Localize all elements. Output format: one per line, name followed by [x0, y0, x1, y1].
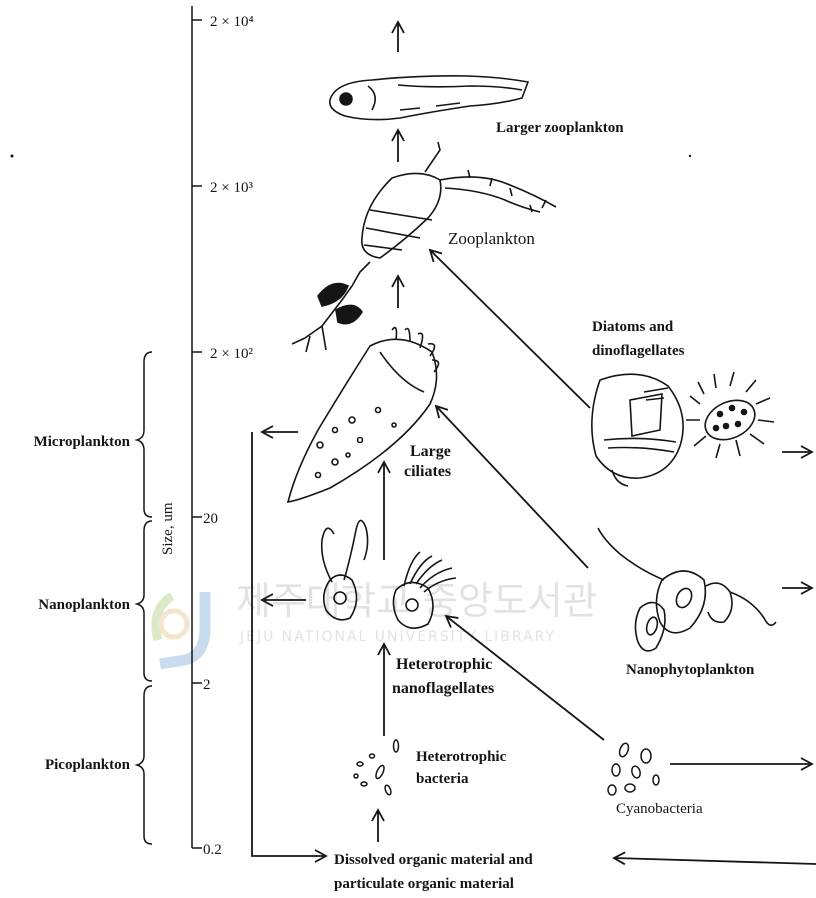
fish-larva-drawing [330, 76, 528, 120]
tick-label-2e3: 2 × 10³ [210, 180, 253, 196]
heterotrophic-bacteria-drawing [354, 740, 399, 796]
label-large-ciliates-line2: ciliates [404, 463, 451, 480]
tick-label-20: 20 [203, 511, 218, 527]
brace-microplankton [137, 352, 152, 517]
label-dom-line1: Dissolved organic material and [334, 852, 533, 868]
arrow-nanophyto-to-ciliate [436, 406, 588, 568]
cyanobacteria-drawing [608, 742, 659, 795]
label-zooplankton: Zooplankton [448, 229, 535, 248]
brace-nanoplankton [137, 521, 152, 681]
tick-label-0-2: 0.2 [203, 842, 222, 858]
size-axis-title: Size, um [160, 502, 176, 555]
flow-arrows [252, 22, 816, 864]
label-cyanobacteria: Cyanobacteria [616, 801, 703, 817]
tick-label-2: 2 [203, 677, 211, 693]
label-dom-line2: particulate organic material [334, 876, 514, 892]
size-class-picoplankton: Picoplankton [45, 757, 131, 773]
scan-speck [689, 155, 691, 157]
label-nanophytoplankton: Nanophytoplankton [626, 662, 755, 678]
watermark-english-text: JEJU NATIONAL UNIVERSITY LIBRARY [239, 629, 556, 645]
tick-label-2e4: 2 × 10⁴ [210, 14, 254, 30]
label-hnf-line2: nanoflagellates [392, 680, 494, 697]
label-bacteria-line2: bacteria [416, 771, 469, 787]
size-axis [192, 6, 202, 848]
label-diatoms-line1: Diatoms and [592, 319, 674, 335]
diatoms-and-dinoflagellates-drawing [592, 372, 774, 486]
tick-label-2e2: 2 × 10² [210, 346, 253, 362]
arrow-diatoms-to-zooplankton [430, 250, 590, 408]
size-class-braces [137, 352, 152, 844]
library-watermark: 제주대학교 중앙도서관 JEJU NATIONAL UNIVERSITY LIB… [156, 579, 598, 664]
size-class-nanoplankton: Nanoplankton [38, 597, 130, 613]
brace-picoplankton [137, 686, 152, 844]
label-bacteria-line1: Heterotrophic [416, 749, 507, 765]
label-hnf-line1: Heterotrophic [396, 656, 492, 673]
label-larger-zooplankton: Larger zooplankton [496, 120, 624, 136]
arrow-right-return-to-dom [614, 858, 816, 864]
scan-speck [11, 155, 14, 158]
size-class-microplankton: Microplankton [34, 434, 131, 450]
nanophytoplankton-drawing [598, 528, 776, 651]
label-large-ciliates-line1: Large [410, 443, 451, 460]
label-diatoms-line2: dinoflagellates [592, 343, 685, 359]
